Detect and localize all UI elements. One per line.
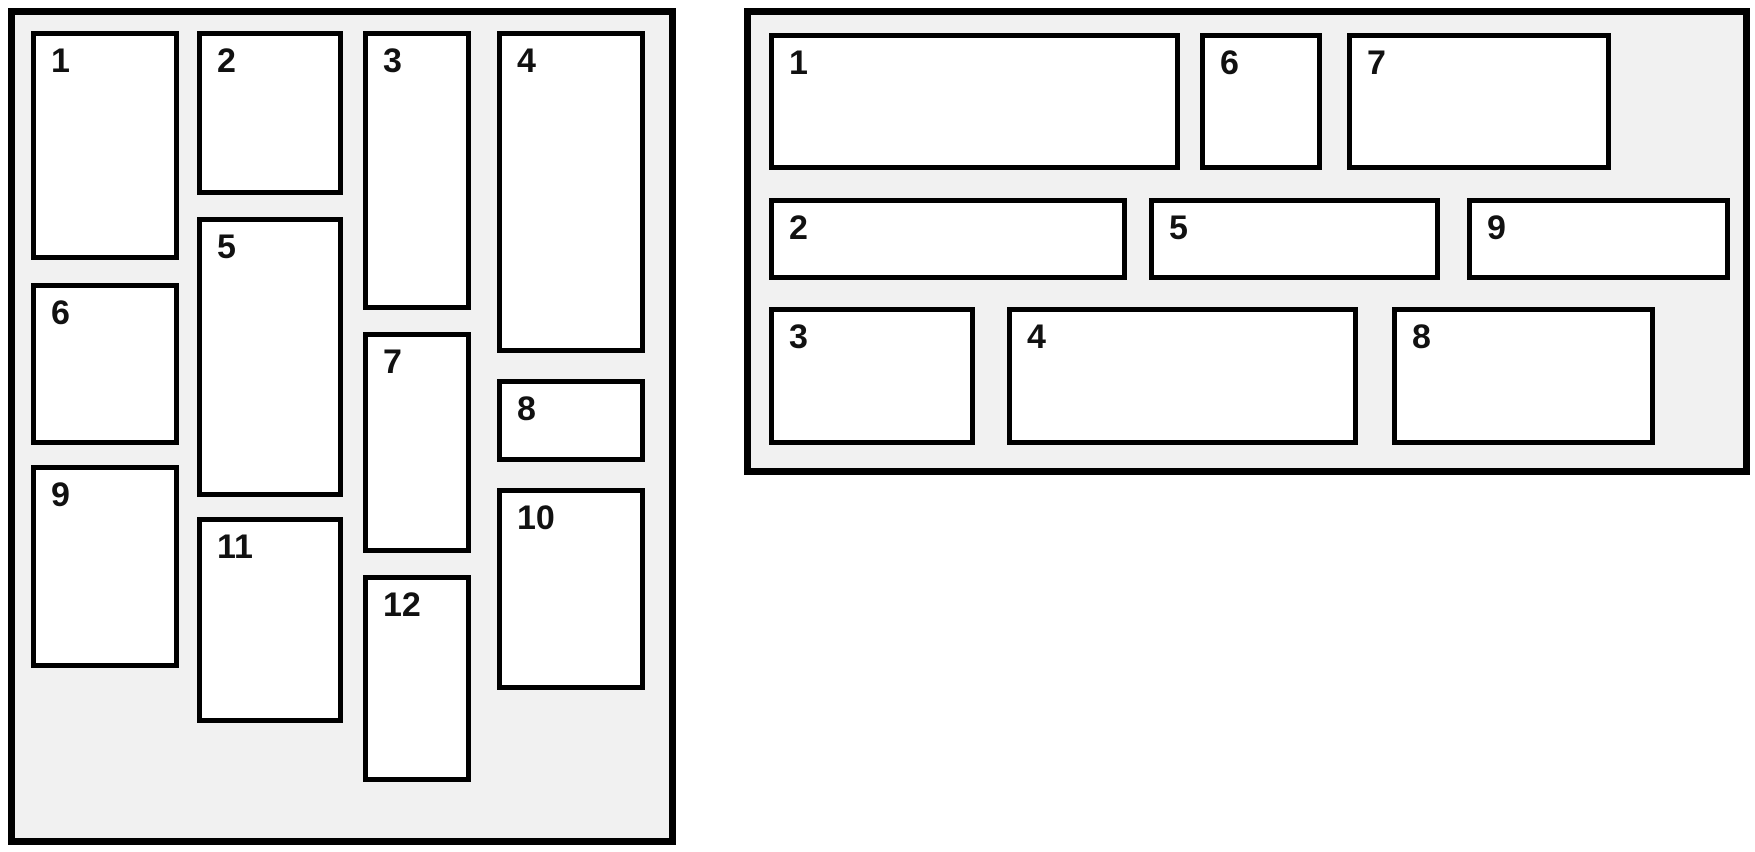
item-number: 5 bbox=[217, 228, 236, 266]
masonry-item-v11: 11 bbox=[197, 517, 343, 723]
item-number: 11 bbox=[217, 528, 253, 566]
masonry-item-v5: 5 bbox=[197, 217, 343, 497]
item-number: 5 bbox=[1169, 209, 1188, 247]
masonry-item-v10: 10 bbox=[497, 488, 645, 690]
item-number: 2 bbox=[789, 209, 808, 247]
masonry-item-h7: 7 bbox=[1347, 33, 1611, 170]
item-number: 7 bbox=[383, 343, 402, 381]
masonry-item-v3: 3 bbox=[363, 31, 471, 310]
masonry-item-h8: 8 bbox=[1392, 307, 1655, 445]
item-number: 4 bbox=[517, 42, 536, 80]
item-number: 1 bbox=[789, 44, 808, 82]
masonry-item-h4: 4 bbox=[1007, 307, 1358, 445]
horizontal-masonry-panel: 1 6 7 2 5 9 3 4 8 bbox=[744, 8, 1750, 475]
item-number: 8 bbox=[517, 390, 536, 428]
item-number: 7 bbox=[1367, 44, 1386, 82]
masonry-item-h9: 9 bbox=[1467, 198, 1730, 280]
masonry-item-h6: 6 bbox=[1200, 33, 1322, 170]
masonry-item-h2: 2 bbox=[769, 198, 1127, 280]
masonry-item-v9: 9 bbox=[31, 465, 179, 668]
item-number: 2 bbox=[217, 42, 236, 80]
item-number: 9 bbox=[1487, 209, 1506, 247]
item-number: 3 bbox=[789, 318, 808, 356]
masonry-item-v1: 1 bbox=[31, 31, 179, 260]
masonry-item-h3: 3 bbox=[769, 307, 975, 445]
masonry-item-v6: 6 bbox=[31, 283, 179, 445]
item-number: 3 bbox=[383, 42, 402, 80]
masonry-item-v2: 2 bbox=[197, 31, 343, 195]
item-number: 4 bbox=[1027, 318, 1046, 356]
masonry-item-v12: 12 bbox=[363, 575, 471, 782]
vertical-masonry-canvas: 1 2 3 4 5 6 7 8 9 10 11 12 bbox=[15, 15, 669, 838]
item-number: 6 bbox=[51, 294, 70, 332]
item-number: 1 bbox=[51, 42, 70, 80]
masonry-item-h5: 5 bbox=[1149, 198, 1440, 280]
vertical-masonry-panel: 1 2 3 4 5 6 7 8 9 10 11 12 bbox=[8, 8, 676, 845]
horizontal-masonry-canvas: 1 6 7 2 5 9 3 4 8 bbox=[751, 15, 1743, 468]
masonry-item-v8: 8 bbox=[497, 379, 645, 462]
item-number: 12 bbox=[383, 586, 421, 624]
item-number: 6 bbox=[1220, 44, 1239, 82]
masonry-item-h1: 1 bbox=[769, 33, 1180, 170]
item-number: 8 bbox=[1412, 318, 1431, 356]
masonry-item-v4: 4 bbox=[497, 31, 645, 353]
item-number: 10 bbox=[517, 499, 555, 537]
item-number: 9 bbox=[51, 476, 70, 514]
masonry-item-v7: 7 bbox=[363, 332, 471, 553]
